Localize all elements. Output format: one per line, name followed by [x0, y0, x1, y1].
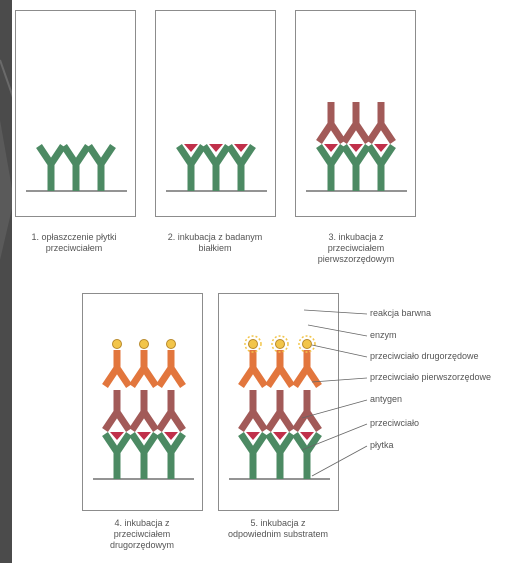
legend-antigen: antygen — [370, 394, 402, 405]
legend-color-reaction: reakcja barwna — [370, 308, 431, 319]
legend-primary-antibody: przeciwciało pierwszorzędowe — [370, 372, 491, 383]
legend-secondary-antibody: przeciwciało drugorzędowe — [370, 351, 479, 362]
legend-capture-antibody: przeciwciało — [370, 418, 419, 429]
legend-enzyme: enzym — [370, 330, 397, 341]
legend-plate: płytka — [370, 440, 394, 451]
diagram-sheet: 1. opłaszczenie płytki przeciwciałem 2. … — [12, 0, 527, 563]
legend-leader-lines — [12, 0, 527, 563]
